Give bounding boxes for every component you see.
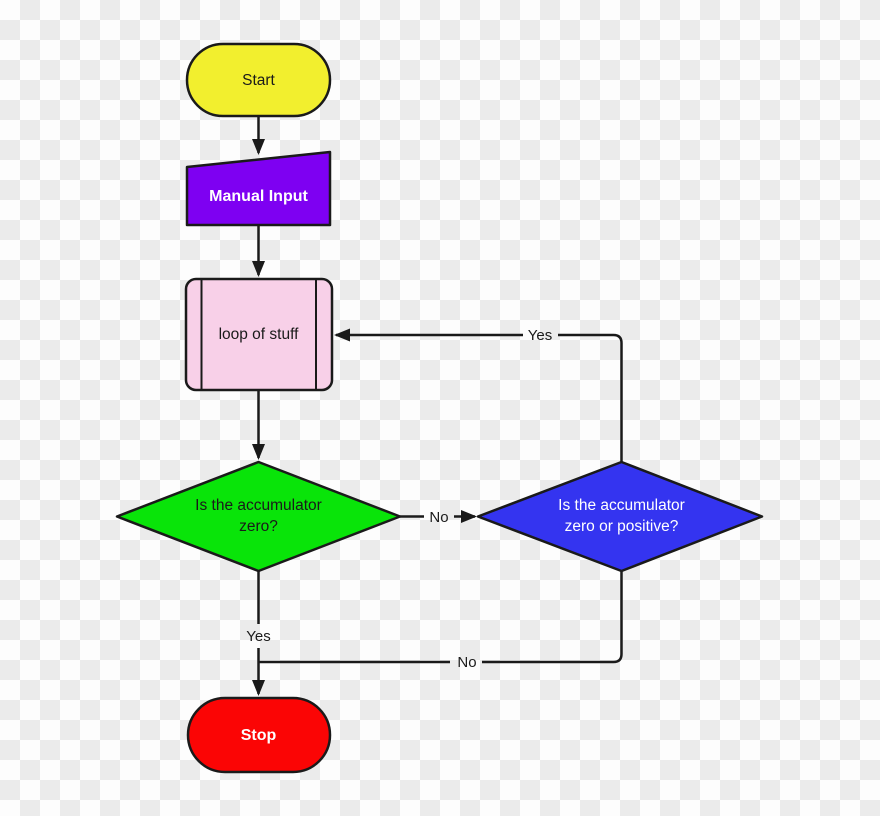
node-decision-accumulator-zero-or-positive: Is the accumulator zero or positive? xyxy=(476,460,764,573)
edge-decision-zero-positive-no-to-stop-line xyxy=(259,571,623,664)
stop-label: Stop xyxy=(241,727,277,744)
decision-zero-label-line2: zero? xyxy=(239,518,278,535)
edge-label-yes-loopback: Yes xyxy=(528,327,552,344)
start-label: Start xyxy=(242,72,275,89)
edge-decision-zero-positive-yes-to-loop xyxy=(336,335,623,462)
decision-zero-positive-label-line2: zero or positive? xyxy=(565,518,679,535)
node-manual-input: Manual Input xyxy=(185,150,332,227)
manual-input-shape xyxy=(185,150,332,227)
decision-zero-label-line1: Is the accumulator xyxy=(195,497,322,514)
node-decision-accumulator-zero: Is the accumulator zero? xyxy=(115,460,402,573)
decision-zero-positive-diamond-shape xyxy=(476,460,764,573)
predefined-process-shape xyxy=(184,277,334,392)
decision-zero-positive-label-line1: Is the accumulator xyxy=(558,497,685,514)
start-terminator-shape xyxy=(185,42,332,118)
node-stop: Stop xyxy=(186,696,332,774)
manual-input-label: Manual Input xyxy=(209,188,308,205)
edge-label-yes-to-stop: Yes xyxy=(246,628,270,645)
node-loop-of-stuff: loop of stuff xyxy=(184,277,334,392)
stop-terminator-shape xyxy=(186,696,332,774)
edges-group xyxy=(259,116,623,694)
edge-label-no-between-decisions: No xyxy=(429,509,448,526)
node-start: Start xyxy=(185,42,332,118)
loop-of-stuff-label: loop of stuff xyxy=(219,326,300,343)
decision-zero-diamond-shape xyxy=(115,460,402,573)
edge-label-no-bottom: No xyxy=(457,654,476,671)
